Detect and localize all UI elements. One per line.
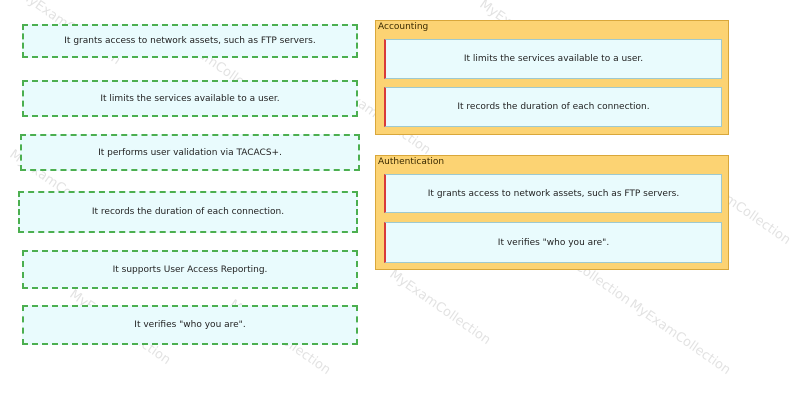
slot-label: It verifies "who you are".	[497, 237, 610, 248]
option-item[interactable]: It performs user validation via TACACS+.	[20, 134, 360, 171]
slot-label: It limits the services available to a us…	[463, 54, 644, 64]
option-label: It performs user validation via TACACS+.	[98, 147, 282, 158]
authentication-target-panel[interactable]: Authentication It grants access to netwo…	[375, 155, 729, 270]
watermark-text: MyExamCollection	[386, 267, 494, 348]
option-label: It records the duration of each connecti…	[91, 207, 285, 217]
option-item[interactable]: It limits the services available to a us…	[22, 80, 358, 117]
option-label: It limits the services available to a us…	[100, 93, 280, 104]
placed-answer-slot[interactable]: It verifies "who you are".	[384, 222, 722, 263]
option-item[interactable]: It grants access to network assets, such…	[22, 24, 358, 58]
option-item[interactable]: It records the duration of each connecti…	[18, 191, 358, 233]
option-item[interactable]: It supports User Access Reporting.	[22, 250, 358, 289]
panel-title: Authentication	[378, 157, 445, 167]
watermark-text: MyExamCollection	[626, 297, 734, 378]
panel-title: Accounting	[378, 22, 429, 32]
placed-answer-slot[interactable]: It records the duration of each connecti…	[384, 87, 722, 127]
slot-label: It records the duration of each connecti…	[457, 102, 650, 112]
slot-label: It grants access to network assets, such…	[427, 188, 680, 199]
placed-answer-slot[interactable]: It grants access to network assets, such…	[384, 174, 722, 213]
option-item[interactable]: It verifies "who you are".	[22, 305, 358, 345]
accounting-target-panel[interactable]: Accounting It limits the services availa…	[375, 20, 729, 135]
option-label: It grants access to network assets, such…	[64, 36, 316, 46]
placed-answer-slot[interactable]: It limits the services available to a us…	[384, 39, 722, 79]
option-label: It verifies "who you are".	[134, 320, 246, 330]
option-label: It supports User Access Reporting.	[112, 264, 268, 275]
